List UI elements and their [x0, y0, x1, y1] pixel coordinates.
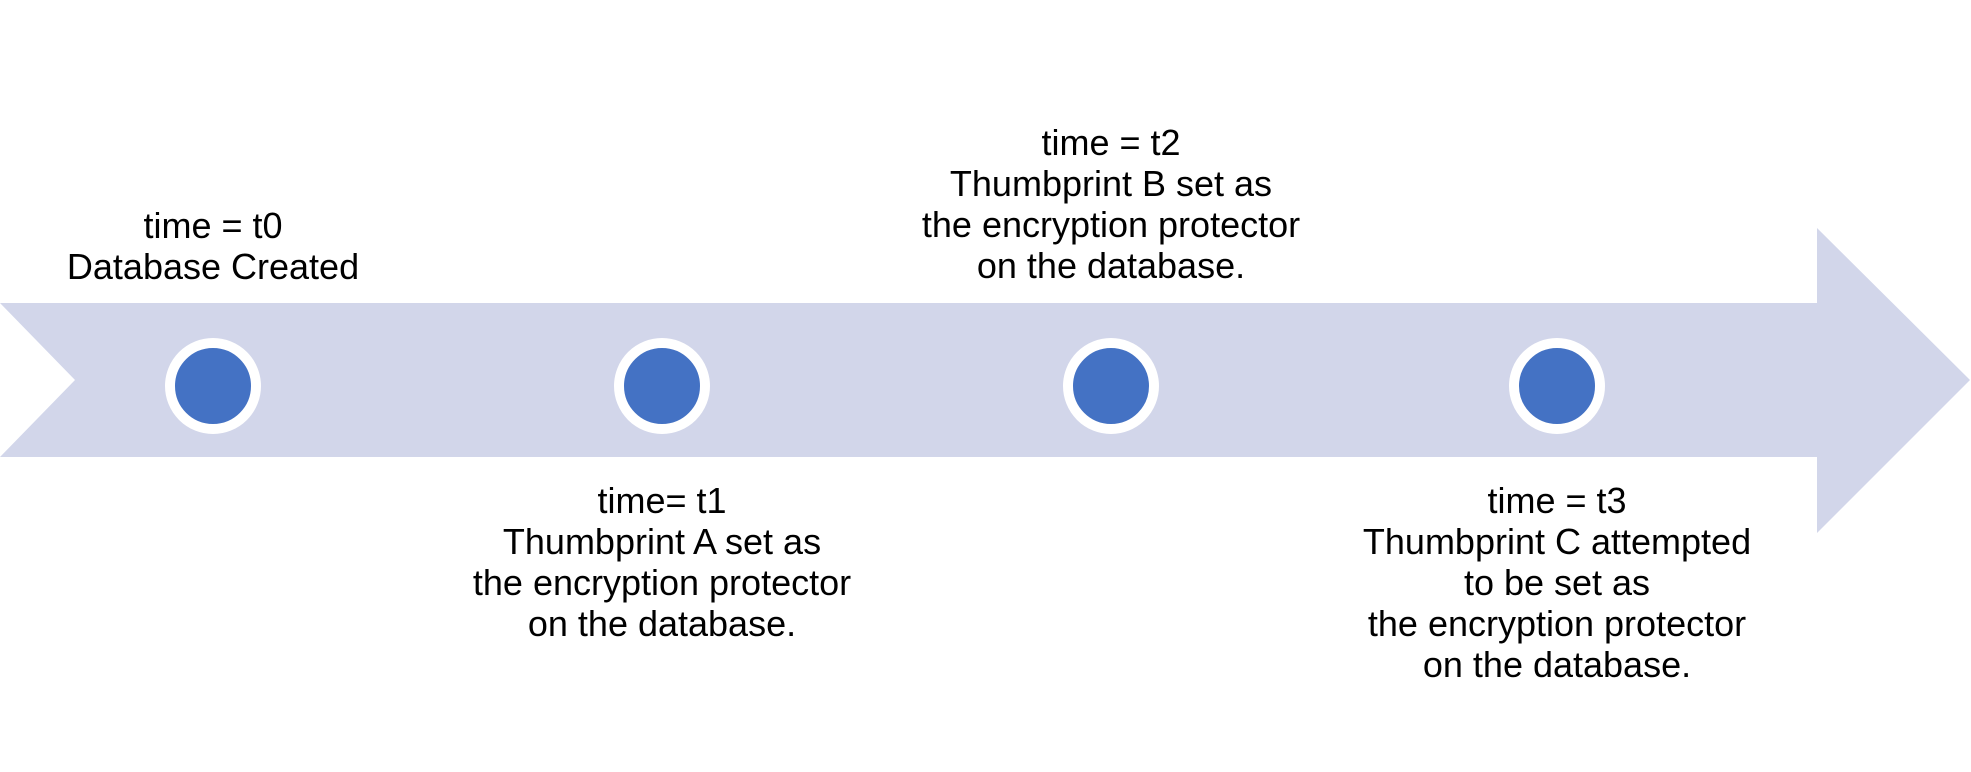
event-label-line: time= t1 [597, 480, 727, 521]
event-label-line: time = t0 [143, 205, 283, 246]
event-label-line: to be set as [1463, 562, 1651, 603]
event-label-line: Thumbprint B set as [949, 163, 1273, 204]
event-label-line: on the database. [1422, 644, 1692, 685]
timeline-arrow [0, 228, 1970, 533]
event-label-t2: time = t2 Thumbprint B set as the encryp… [861, 122, 1361, 286]
event-label-line: Thumbprint C attempted [1362, 521, 1752, 562]
timeline-marker-t3 [1509, 338, 1605, 434]
event-label-t1: time= t1 Thumbprint A set as the encrypt… [412, 480, 912, 644]
event-label-t0: time = t0 Database Created [0, 205, 463, 287]
timeline-marker-t1 [614, 338, 710, 434]
event-label-line: time = t3 [1487, 480, 1627, 521]
event-label-line: the encryption protector [921, 204, 1301, 245]
event-label-t3: time = t3 Thumbprint C attempted to be s… [1307, 480, 1807, 685]
event-label-line: Database Created [66, 246, 360, 287]
event-label-line: on the database. [527, 603, 797, 644]
event-label-line: Thumbprint A set as [502, 521, 822, 562]
event-label-line: time = t2 [1041, 122, 1181, 163]
event-label-line: the encryption protector [1367, 603, 1747, 644]
event-label-line: on the database. [976, 245, 1246, 286]
timeline-marker-t2 [1063, 338, 1159, 434]
timeline-marker-t0 [165, 338, 261, 434]
event-label-line: the encryption protector [472, 562, 852, 603]
